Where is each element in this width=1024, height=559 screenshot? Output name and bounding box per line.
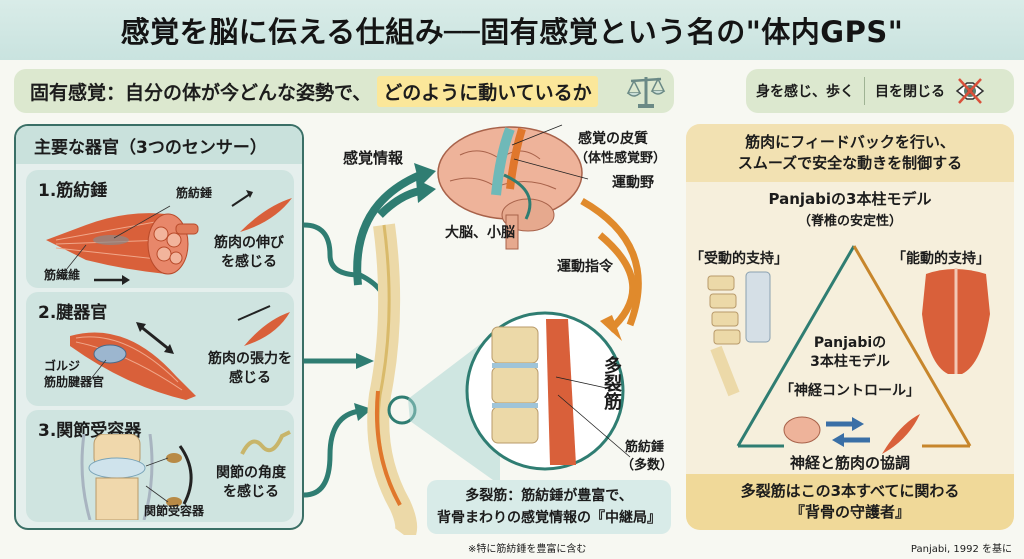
sensor-card-tendon-organ: 2.腱器官 ゴルジ 筋肋腱器官 筋肉の張力を 感じる bbox=[26, 292, 294, 406]
muscle-spindle-illustration bbox=[46, 205, 199, 275]
example-close-eyes: 目を閉じる bbox=[875, 84, 945, 100]
knee-joint-illustration bbox=[80, 434, 193, 520]
triangle-right-side bbox=[852, 245, 972, 447]
label-active-support: 「能動的支持」 bbox=[892, 251, 990, 267]
triangle-center-line-1: Panjabiの bbox=[813, 335, 887, 351]
sensor-card-muscle-spindle: 1.筋紡錘 筋紡錘 筋繊維 筋肉の伸び を感じる bbox=[26, 170, 294, 288]
feedback-line-2: スムーズで安全な動きを制御する bbox=[737, 154, 963, 172]
arrowhead bbox=[416, 179, 436, 203]
footnote: ※特に筋紡錘を豊富に含む bbox=[468, 544, 587, 555]
note-line-1: 多裂筋：筋紡錘が豊富で、 bbox=[465, 488, 633, 504]
motor-arrow-1 bbox=[580, 197, 642, 327]
sensor-desc: 筋肉の伸び を感じる bbox=[214, 235, 284, 270]
balance-scale-icon bbox=[626, 77, 666, 108]
label-sensory-info: 感覚情報 bbox=[343, 149, 404, 167]
arrowhead bbox=[600, 315, 622, 341]
brain-icon bbox=[783, 416, 821, 444]
label-spindles: 筋紡錘 bbox=[625, 440, 665, 455]
label-coordination: 神経と筋肉の協調 bbox=[789, 454, 910, 472]
label-golgi-organ: ゴルジ 筋肋腱器官 bbox=[44, 359, 105, 389]
feedback-banner: 筋肉にフィードバックを行い、 スムーズで安全な動きを制御する bbox=[686, 124, 1014, 182]
label-sensory-cortex-sub: （体性感覚野） bbox=[575, 151, 667, 166]
stretched-muscle-icon bbox=[231, 190, 292, 232]
nerve-ending-icon bbox=[240, 430, 291, 455]
page-title: 感覚を脳に伝える仕組み──固有感覚という名の"体内GPS" bbox=[120, 15, 904, 49]
citation: Panjabi, 1992 を基に bbox=[910, 544, 1012, 555]
model-title: Panjabiの3本柱モデル bbox=[768, 190, 932, 208]
panjabi-panel: 筋肉にフィードバックを行い、 スムーズで安全な動きを制御する Panjabiの3… bbox=[686, 124, 1014, 530]
crossed-eye-icon bbox=[955, 78, 985, 104]
label-motor-area: 運動野 bbox=[612, 175, 654, 191]
feedback-line-1: 筋肉にフィードバックを行い、 bbox=[745, 133, 955, 151]
sensor-card-joint-receptor: 3.関節受容器 関節受容器 関節の角度 を感じる bbox=[26, 410, 294, 522]
sensor-title: 2.腱器官 bbox=[38, 303, 108, 323]
golgi-tendon-illustration bbox=[70, 322, 196, 400]
multifidus-note: 多裂筋：筋紡錘が豊富で、 背骨まわりの感覚情報の『中継局』 bbox=[427, 480, 671, 534]
divider bbox=[864, 77, 865, 105]
arrow-icon bbox=[94, 275, 130, 285]
label-neural-control: 「神経コントロール」 bbox=[780, 383, 920, 399]
sensory-cortex bbox=[491, 127, 515, 196]
label-spindles-sub: （多数） bbox=[621, 458, 674, 473]
sensory-arrow-2 bbox=[377, 187, 421, 218]
examples-bar: 身を感じ、歩く 目を閉じる bbox=[746, 69, 1014, 113]
definition-highlight: どのように動いているか bbox=[377, 75, 598, 107]
arrowhead bbox=[354, 403, 372, 421]
sensor-desc: 関節の角度 を感じる bbox=[216, 465, 286, 500]
sensor-panel: 主要な器官（3つのセンサー） 1.筋紡錘 筋紡錘 筋繊維 筋肉の伸び を感じる … bbox=[14, 124, 304, 530]
three-pillar-triangle bbox=[707, 245, 990, 454]
label-muscle-fiber: 筋繊維 bbox=[44, 268, 81, 282]
triangle-left-side bbox=[736, 245, 856, 447]
definition-text: 固有感覚：自分の体が今どんな姿勢で、 bbox=[30, 81, 372, 104]
muscle-icon bbox=[882, 414, 920, 454]
example-walk: 身を感じ、歩く bbox=[756, 84, 854, 100]
model-subtitle: （脊椎の安定性） bbox=[797, 214, 902, 229]
note-line-2: 背骨まわりの感覚情報の『中継局』 bbox=[437, 510, 661, 526]
sensory-arrow-1 bbox=[353, 171, 422, 286]
connector-sensor-1 bbox=[303, 222, 385, 295]
nervous-system-diagram bbox=[303, 124, 642, 535]
connector-sensor-3 bbox=[303, 408, 361, 498]
label-multifidus: 多裂筋 bbox=[601, 356, 622, 410]
label-joint-receptor: 関節受容器 bbox=[144, 504, 205, 518]
motor-cortex bbox=[506, 127, 526, 190]
sensor-desc: 筋肉の張力を 感じる bbox=[208, 351, 292, 386]
arrowhead bbox=[356, 353, 374, 369]
tension-muscle-icon bbox=[237, 305, 290, 346]
back-muscles-illustration bbox=[922, 268, 990, 374]
title-bar: 感覚を脳に伝える仕組み──固有感覚という名の"体内GPS" bbox=[0, 0, 1024, 60]
label-motor-command: 運動指令 bbox=[557, 259, 613, 275]
label-passive-support: 「受動的支持」 bbox=[690, 251, 788, 267]
label-brain: 大脳、小脳 bbox=[445, 225, 515, 241]
sensor-panel-heading: 主要な器官（3つのセンサー） bbox=[16, 126, 302, 164]
guardian-banner: 多裂筋はこの3本すべてに関わる 『背骨の守護者』 bbox=[686, 474, 1014, 530]
sensor-title: 1.筋紡錘 bbox=[38, 181, 108, 201]
label-muscle-spindle: 筋紡錘 bbox=[176, 186, 213, 200]
multifidus-muscle bbox=[546, 319, 576, 465]
motor-arrow-2 bbox=[597, 232, 637, 333]
definition-bar: 固有感覚：自分の体が今どんな姿勢で、 どのように動いているか bbox=[14, 69, 674, 113]
guardian-line-1: 多裂筋はこの3本すべてに関わる bbox=[740, 482, 960, 500]
triangle-center-line-2: 3本柱モデル bbox=[810, 354, 890, 370]
label-sensory-cortex: 感覚の皮質 bbox=[578, 131, 648, 147]
guardian-line-2: 『背骨の守護者』 bbox=[789, 503, 910, 521]
lumbar-spine-illustration bbox=[707, 271, 771, 397]
